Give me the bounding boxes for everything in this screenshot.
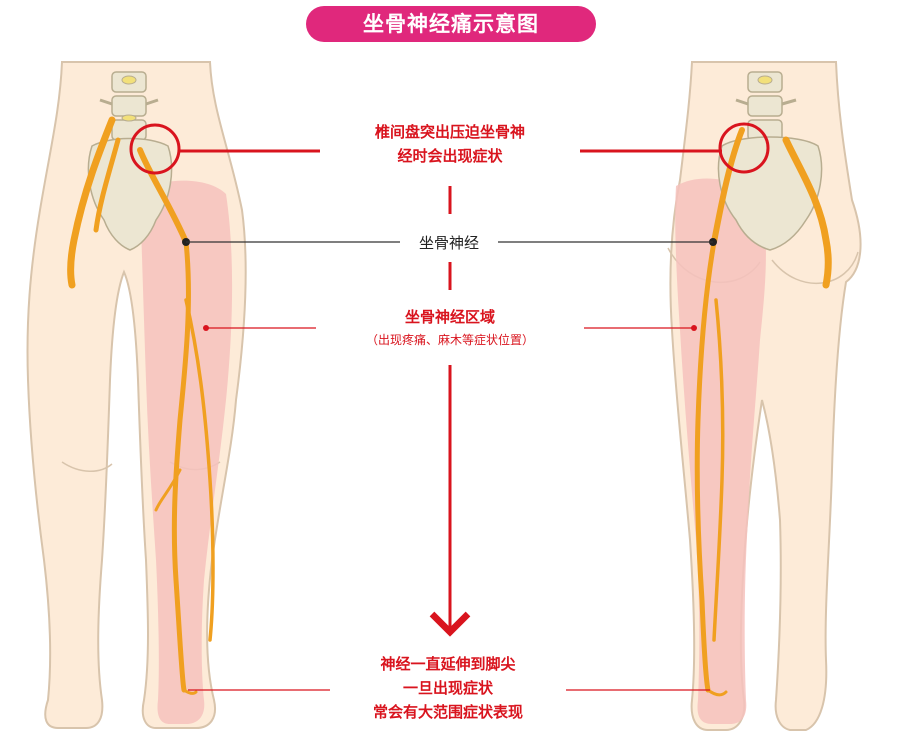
compression-label-line1: 椎间盘突出压迫坐骨神: [374, 123, 525, 141]
left-pain-zone: [140, 180, 233, 724]
right-buttock-curve-2: [771, 251, 859, 284]
diagram-title: 坐骨神经痛示意图: [306, 6, 596, 42]
right-body-figure: [667, 61, 862, 731]
right-compression-circle: [718, 122, 770, 174]
compression-label: 椎间盘突出压迫坐骨神 经时会出现症状: [320, 120, 580, 168]
bottom-label: 神经一直延伸到脚尖 一旦出现症状 常会有大范围症状表现: [330, 652, 566, 724]
region-label: 坐骨神经区域 （出现疼痛、麻木等症状位置）: [316, 305, 584, 348]
region-title: 坐骨神经区域: [404, 308, 495, 326]
left-body-figure: [26, 61, 247, 729]
bottom-label-line1: 神经一直延伸到脚尖: [380, 655, 516, 673]
left-compression-circle: [129, 123, 181, 175]
compression-label-line2: 经时会出现症状: [397, 147, 503, 165]
right-nerve: [694, 127, 832, 697]
bottom-label-line2: 一旦出现症状: [402, 679, 493, 697]
left-nerve: [67, 116, 215, 695]
connector-lines: [180, 149, 722, 691]
right-pain-zone: [675, 178, 766, 724]
right-spine: [735, 71, 797, 141]
left-knee-line: [61, 461, 113, 472]
nerve-label: 坐骨神经: [418, 234, 479, 252]
region-subtitle: （出现疼痛、麻木等症状位置）: [365, 333, 534, 347]
bottom-label-line3: 常会有大范围症状表现: [372, 703, 523, 721]
